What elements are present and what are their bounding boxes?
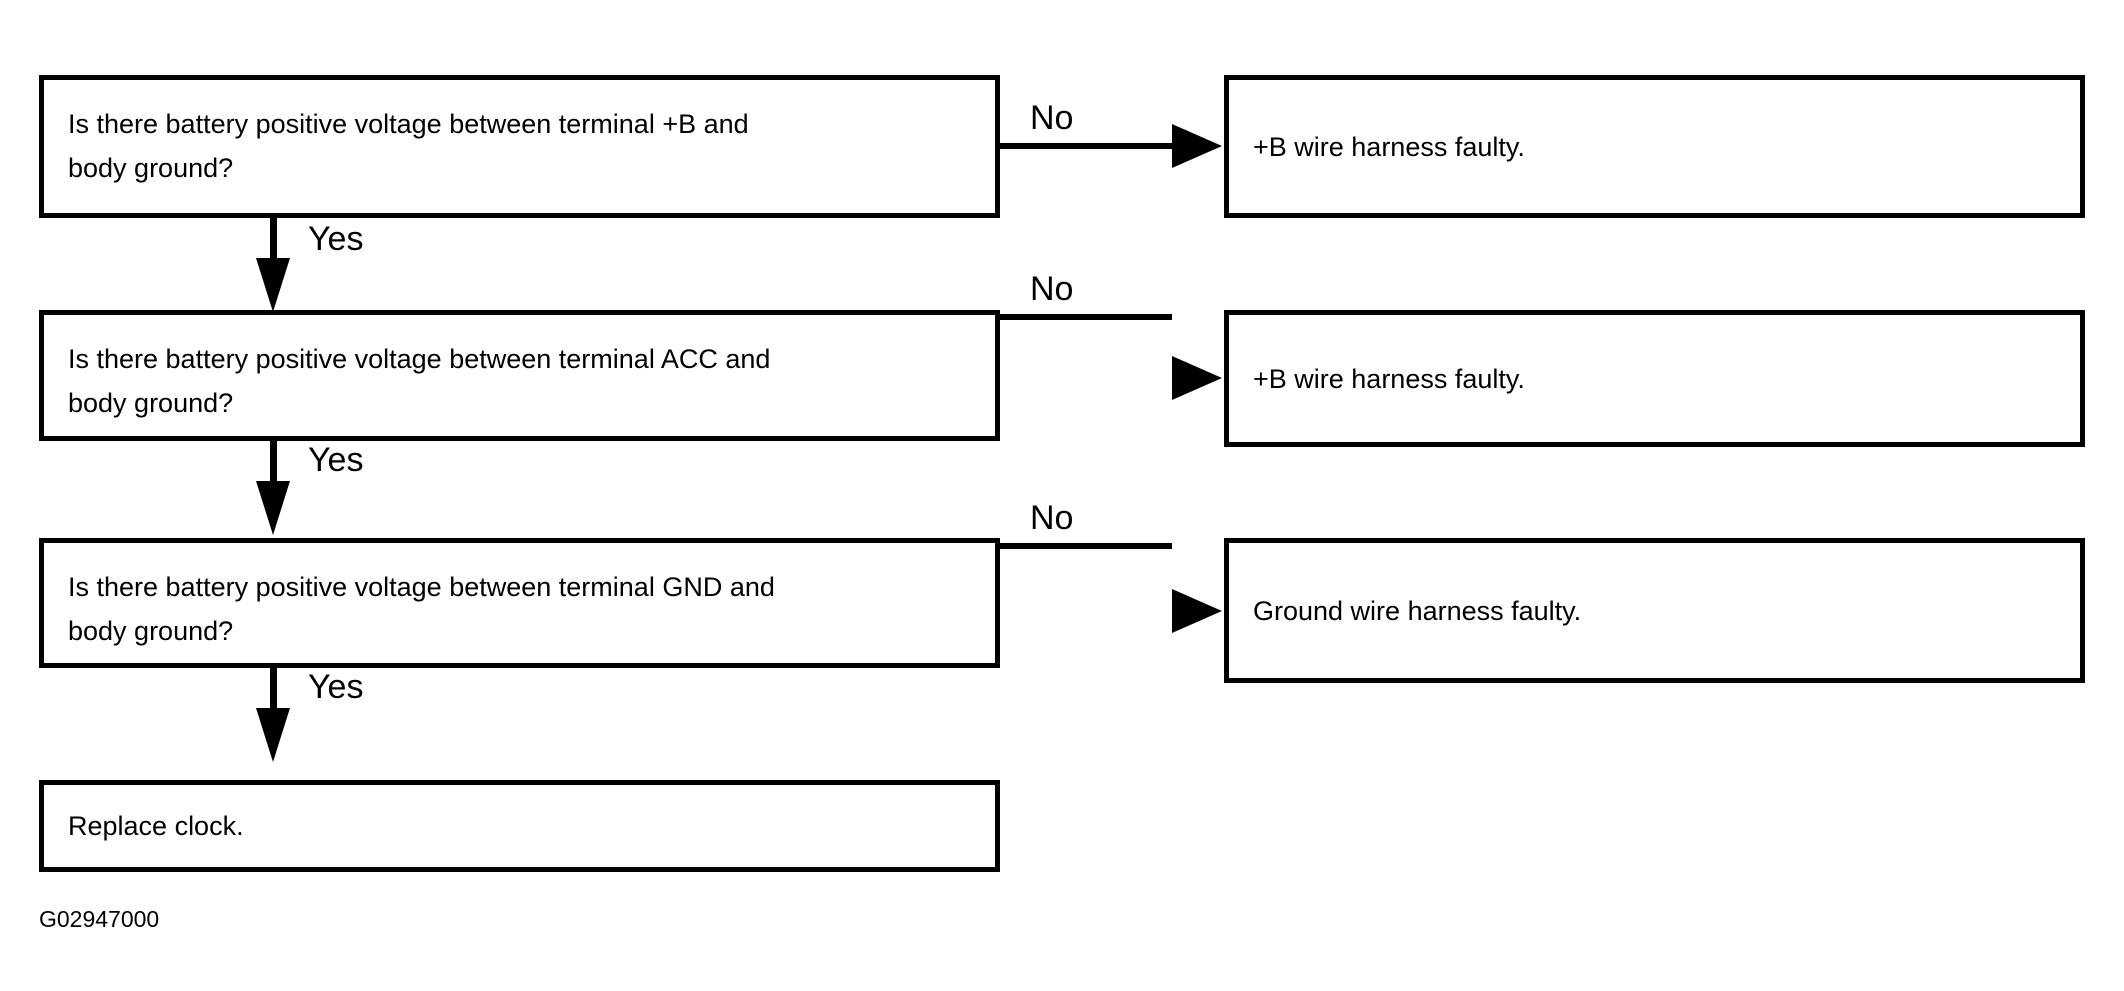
edge-label-no-1: No bbox=[1030, 99, 1074, 137]
decision-node-b-voltage[interactable]: Is there battery positive voltage betwee… bbox=[39, 75, 1000, 218]
arrowhead-no-1 bbox=[1172, 124, 1222, 168]
connector-line-no-3 bbox=[1000, 543, 1172, 549]
edge-label-yes-2: Yes bbox=[308, 441, 364, 479]
node-label: Replace clock. bbox=[68, 811, 244, 841]
outcome-node-b-harness-2[interactable]: +B wire harness faulty. bbox=[1224, 310, 2085, 447]
arrowhead-no-2 bbox=[1172, 356, 1222, 400]
decision-node-acc-voltage[interactable]: Is there battery positive voltage betwee… bbox=[39, 310, 1000, 441]
node-label: +B wire harness faulty. bbox=[1253, 363, 1525, 394]
figure-caption: G02947000 bbox=[39, 906, 160, 932]
arrowhead-no-3 bbox=[1172, 589, 1222, 633]
edge-label-no-3: No bbox=[1030, 499, 1074, 537]
edge-label-yes-1: Yes bbox=[308, 220, 364, 258]
node-label: Is there battery positive voltage betwee… bbox=[68, 109, 749, 183]
arrowhead-yes-1 bbox=[256, 258, 290, 312]
outcome-node-replace-clock[interactable]: Replace clock. bbox=[39, 780, 1000, 872]
edge-label-yes-3: Yes bbox=[308, 668, 364, 706]
node-label: Ground wire harness faulty. bbox=[1253, 595, 1582, 626]
connector-line-no-1 bbox=[1000, 143, 1172, 149]
connector-line-no-2 bbox=[1000, 314, 1172, 320]
outcome-node-ground-harness[interactable]: Ground wire harness faulty. bbox=[1224, 538, 2085, 683]
outcome-node-b-harness-1[interactable]: +B wire harness faulty. bbox=[1224, 75, 2085, 218]
node-label: Is there battery positive voltage betwee… bbox=[68, 344, 771, 418]
connector-line-yes-2 bbox=[270, 441, 277, 493]
connector-line-yes-1 bbox=[270, 218, 277, 270]
edge-label-no-2: No bbox=[1030, 270, 1074, 308]
node-label: +B wire harness faulty. bbox=[1253, 131, 1525, 162]
arrowhead-yes-3 bbox=[256, 708, 290, 762]
connector-line-yes-3 bbox=[270, 668, 277, 720]
arrowhead-yes-2 bbox=[256, 481, 290, 535]
node-label: Is there battery positive voltage betwee… bbox=[68, 572, 775, 646]
decision-node-gnd-voltage[interactable]: Is there battery positive voltage betwee… bbox=[39, 538, 1000, 668]
